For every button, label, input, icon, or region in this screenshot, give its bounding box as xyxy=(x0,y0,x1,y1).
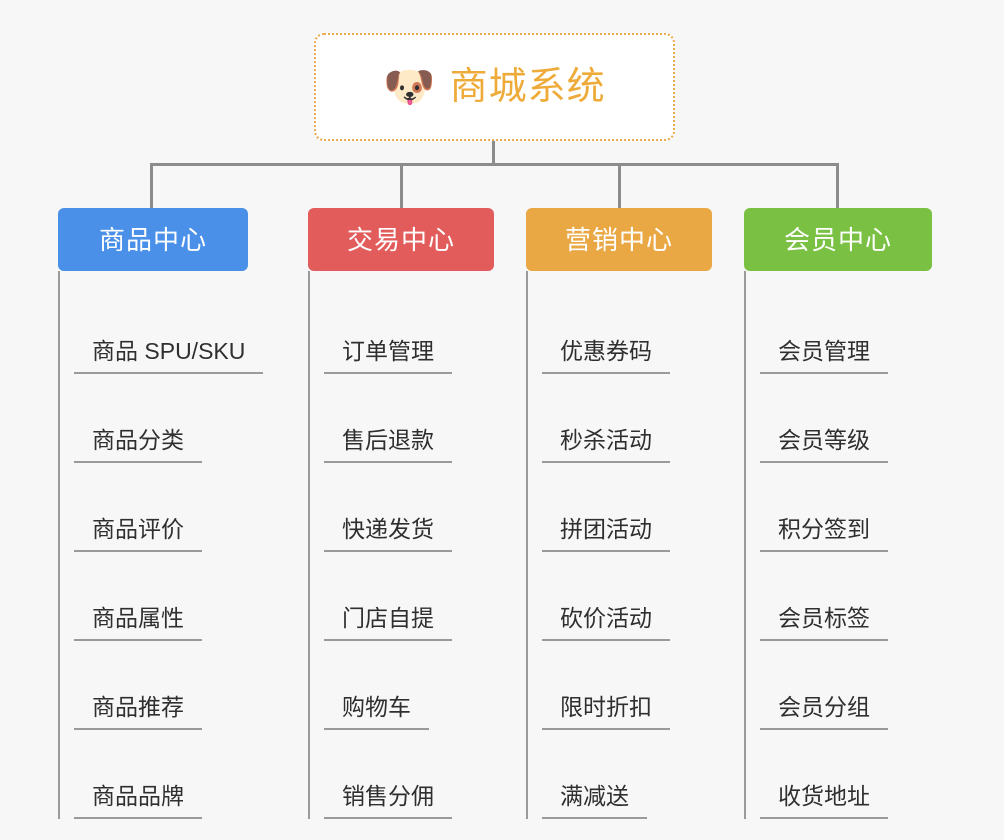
branch-column-2: 营销中心 优惠券码 秒杀活动 拼团活动 砍价活动 限时折扣 满减送 xyxy=(526,208,712,819)
leaf-label: 商品评价 xyxy=(74,516,202,552)
list-item[interactable]: 商品品牌 xyxy=(60,730,248,819)
connector-drop-1 xyxy=(400,163,403,209)
list-item[interactable]: 商品推荐 xyxy=(60,641,248,730)
list-item[interactable]: 限时折扣 xyxy=(528,641,712,730)
leaf-label: 秒杀活动 xyxy=(542,427,670,463)
connector-root-stem xyxy=(492,141,495,165)
leaf-list-1: 订单管理 售后退款 快递发货 门店自提 购物车 销售分佣 xyxy=(308,271,494,819)
category-header-2[interactable]: 营销中心 xyxy=(526,208,712,271)
list-item[interactable]: 商品评价 xyxy=(60,463,248,552)
leaf-label: 商品 SPU/SKU xyxy=(74,338,264,374)
leaf-label: 购物车 xyxy=(324,694,429,730)
list-item[interactable]: 会员等级 xyxy=(746,374,932,463)
list-item[interactable]: 秒杀活动 xyxy=(528,374,712,463)
leaf-label: 订单管理 xyxy=(324,338,452,374)
list-item[interactable]: 快递发货 xyxy=(310,463,494,552)
list-item[interactable]: 收货地址 xyxy=(746,730,932,819)
leaf-label: 商品分类 xyxy=(74,427,202,463)
category-header-0[interactable]: 商品中心 xyxy=(58,208,248,271)
branch-column-1: 交易中心 订单管理 售后退款 快递发货 门店自提 购物车 销售分佣 xyxy=(308,208,494,819)
leaf-label: 会员管理 xyxy=(760,338,888,374)
list-item[interactable]: 门店自提 xyxy=(310,552,494,641)
leaf-label: 砍价活动 xyxy=(542,605,670,641)
list-item[interactable]: 商品 SPU/SKU xyxy=(60,285,264,374)
leaf-label: 商品属性 xyxy=(74,605,202,641)
leaf-label: 快递发货 xyxy=(324,516,452,552)
category-header-3[interactable]: 会员中心 xyxy=(744,208,932,271)
branch-column-0: 商品中心 商品 SPU/SKU 商品分类 商品评价 商品属性 商品推荐 商品品牌 xyxy=(58,208,264,819)
leaf-label: 会员标签 xyxy=(760,605,888,641)
leaf-label: 销售分佣 xyxy=(324,783,452,819)
leaf-list-2: 优惠券码 秒杀活动 拼团活动 砍价活动 限时折扣 满减送 xyxy=(526,271,712,819)
list-item[interactable]: 砍价活动 xyxy=(528,552,712,641)
connector-drop-0 xyxy=(150,163,153,209)
leaf-label: 积分签到 xyxy=(760,516,888,552)
list-item[interactable]: 商品属性 xyxy=(60,552,248,641)
list-item[interactable]: 拼团活动 xyxy=(528,463,712,552)
list-item[interactable]: 购物车 xyxy=(310,641,494,730)
root-title: 商城系统 xyxy=(449,66,606,108)
list-item[interactable]: 售后退款 xyxy=(310,374,494,463)
list-item[interactable]: 积分签到 xyxy=(746,463,932,552)
leaf-label: 会员分组 xyxy=(760,694,888,730)
list-item[interactable]: 会员标签 xyxy=(746,552,932,641)
branch-column-3: 会员中心 会员管理 会员等级 积分签到 会员标签 会员分组 收货地址 xyxy=(744,208,932,819)
list-item[interactable]: 商品分类 xyxy=(60,374,248,463)
leaf-label: 优惠券码 xyxy=(542,338,670,374)
leaf-label: 满减送 xyxy=(542,783,647,819)
list-item[interactable]: 销售分佣 xyxy=(310,730,494,819)
connector-horizontal-bus xyxy=(150,163,839,166)
leaf-label: 会员等级 xyxy=(760,427,888,463)
dog-face-icon: 🐶 xyxy=(383,63,436,110)
list-item[interactable]: 优惠券码 xyxy=(528,285,712,374)
root-node[interactable]: 🐶 商城系统 xyxy=(314,33,675,141)
connector-drop-3 xyxy=(836,163,839,209)
leaf-label: 门店自提 xyxy=(324,605,452,641)
list-item[interactable]: 订单管理 xyxy=(310,285,494,374)
leaf-label: 商品推荐 xyxy=(74,694,202,730)
leaf-label: 售后退款 xyxy=(324,427,452,463)
leaf-label: 商品品牌 xyxy=(74,783,202,819)
list-item[interactable]: 会员管理 xyxy=(746,285,932,374)
leaf-label: 拼团活动 xyxy=(542,516,670,552)
leaf-label: 收货地址 xyxy=(760,783,888,819)
leaf-label: 限时折扣 xyxy=(542,694,670,730)
leaf-list-3: 会员管理 会员等级 积分签到 会员标签 会员分组 收货地址 xyxy=(744,271,932,819)
connector-drop-2 xyxy=(618,163,621,209)
leaf-list-0: 商品 SPU/SKU 商品分类 商品评价 商品属性 商品推荐 商品品牌 xyxy=(58,271,264,819)
category-header-1[interactable]: 交易中心 xyxy=(308,208,494,271)
list-item[interactable]: 满减送 xyxy=(528,730,712,819)
list-item[interactable]: 会员分组 xyxy=(746,641,932,730)
